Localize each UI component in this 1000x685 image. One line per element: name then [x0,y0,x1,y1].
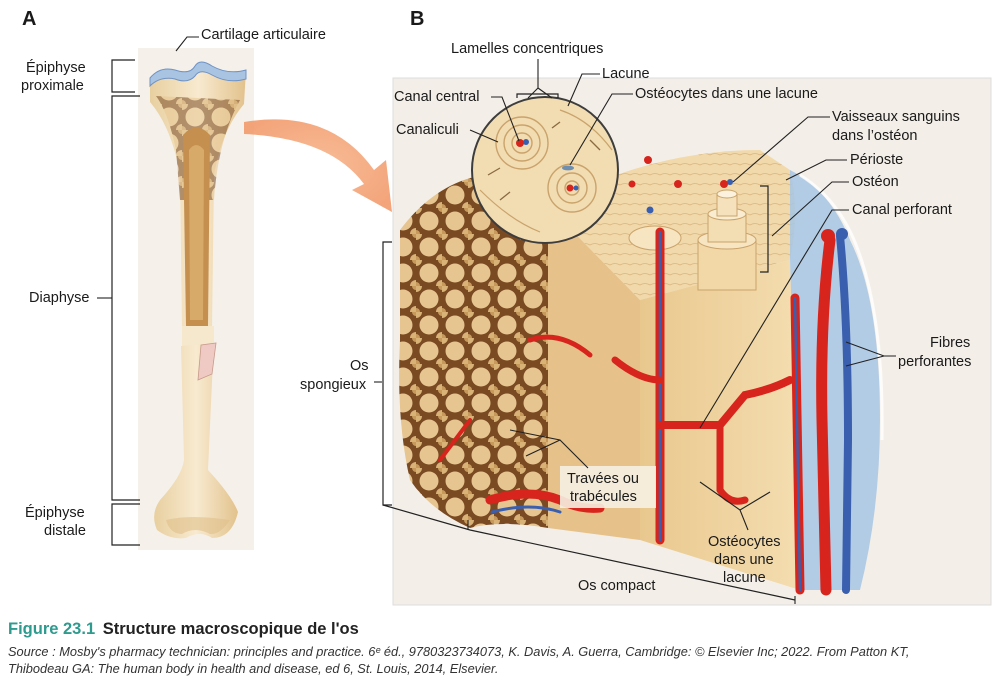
canal-perforant-leader [699,209,849,429]
bracket-diaphyse [111,95,140,501]
canaliculi-leader [469,129,499,143]
label-canaliculi: Canaliculi [396,122,459,138]
label-diaphyse: Diaphyse [29,290,89,306]
label-canal-central: Canal central [394,89,479,105]
periosteum [790,170,880,590]
blood-vessels [438,156,853,596]
label-fibres-2: perforantes [898,354,971,370]
lamelles-bracket [516,93,559,98]
cartilage-leader [175,36,199,52]
bone-tissue-cross-section [392,77,992,606]
magnified-osteon-circle [471,96,619,244]
label-epiphyse-distale-1: Épiphyse [25,504,85,521]
label-epiphyse-proximale-2: proximale [21,78,84,94]
label-os-spongieux-1: Os [350,358,369,374]
compact-left-face [548,206,640,540]
label-vaisseaux-2: dans l’ostéon [832,128,917,144]
zoom-arrow [244,119,392,212]
panel-a-annotations: Cartilage articulaire Épiphyse proximale… [21,27,326,546]
long-bone-illustration [138,48,254,550]
label-vaisseaux-1: Vaisseaux sanguins [832,109,960,125]
osteon-cylinder [697,179,757,291]
label-osteocytes-bottom-1: Ostéocytes [708,534,781,550]
caption-heading: Figure 23.1 Structure macroscopique de l… [8,619,993,639]
label-lamelles-concentriques: Lamelles concentriques [451,41,603,57]
source-line-1: Source : Mosby's pharmacy technician: pr… [8,644,910,659]
travees-label-bg [560,466,656,508]
osteocytes-bottom-leader [699,481,771,531]
label-osteocytes-dans-une-lacune-top: Ostéocytes dans une lacune [635,86,818,102]
label-canal-perforant: Canal perforant [852,202,952,218]
panel-b-annotations: Lamelles concentriques Lacune Canal cent… [300,41,971,604]
label-travees-2: trabécules [570,489,637,505]
os-compact-bracket [382,504,796,601]
cut-wedge [197,342,217,381]
distal-condyle-shade [166,517,230,535]
articular-cartilage [149,61,247,88]
perioste-leader [785,159,847,181]
figure-caption: Figure 23.1 Structure macroscopique de l… [8,619,993,677]
label-perioste: Périoste [850,152,903,168]
lamelles-leader [527,59,553,99]
canal-central-leader [491,96,520,142]
figure-number: Figure 23.1 [8,620,96,638]
lacune-leader [567,73,600,107]
os-compact-ticks [467,520,796,604]
osteocytes-top-leader [569,93,633,166]
label-osteon: Ostéon [852,174,899,190]
os-spongieux-bracket [382,241,392,506]
osteon-leader [771,181,849,237]
travees-leader [509,429,589,469]
figure-title: Structure macroscopique de l'os [102,620,359,638]
label-travees-1: Travées ou [567,471,639,487]
label-osteocytes-bottom-3: lacune [723,570,766,586]
periosteum-edge [799,173,884,441]
vaisseaux-leader [732,116,830,183]
panel-label-a: A [22,8,36,30]
label-os-compact: Os compact [578,578,655,594]
label-epiphyse-distale-2: distale [44,523,86,539]
osteon-bracket [760,185,769,273]
label-cartilage-articulaire: Cartilage articulaire [201,27,326,43]
label-lacune: Lacune [602,66,650,82]
bracket-epiphyse-distale [111,503,140,546]
panel-label-b: B [410,8,424,30]
figure-source: Source : Mosby's pharmacy technician: pr… [8,643,993,677]
label-epiphyse-proximale-1: Épiphyse [26,59,86,76]
cut-face [182,326,214,346]
spongy-bone [399,176,548,528]
label-os-spongieux-2: spongieux [300,377,367,393]
osteon-opening [628,225,682,251]
label-osteocytes-bottom-2: dans une [714,552,774,568]
source-line-2: Thibodeau GA: The human body in health a… [8,661,499,676]
label-fibres-1: Fibres [930,335,970,351]
bracket-epiphyse-proximale [111,59,135,93]
distal-bone [154,343,238,539]
fibres-leader [845,341,896,367]
bone-structure-figure: A Cartilage articulaire Épiphyse proxima… [21,8,992,606]
marrow-highlight [189,145,204,320]
